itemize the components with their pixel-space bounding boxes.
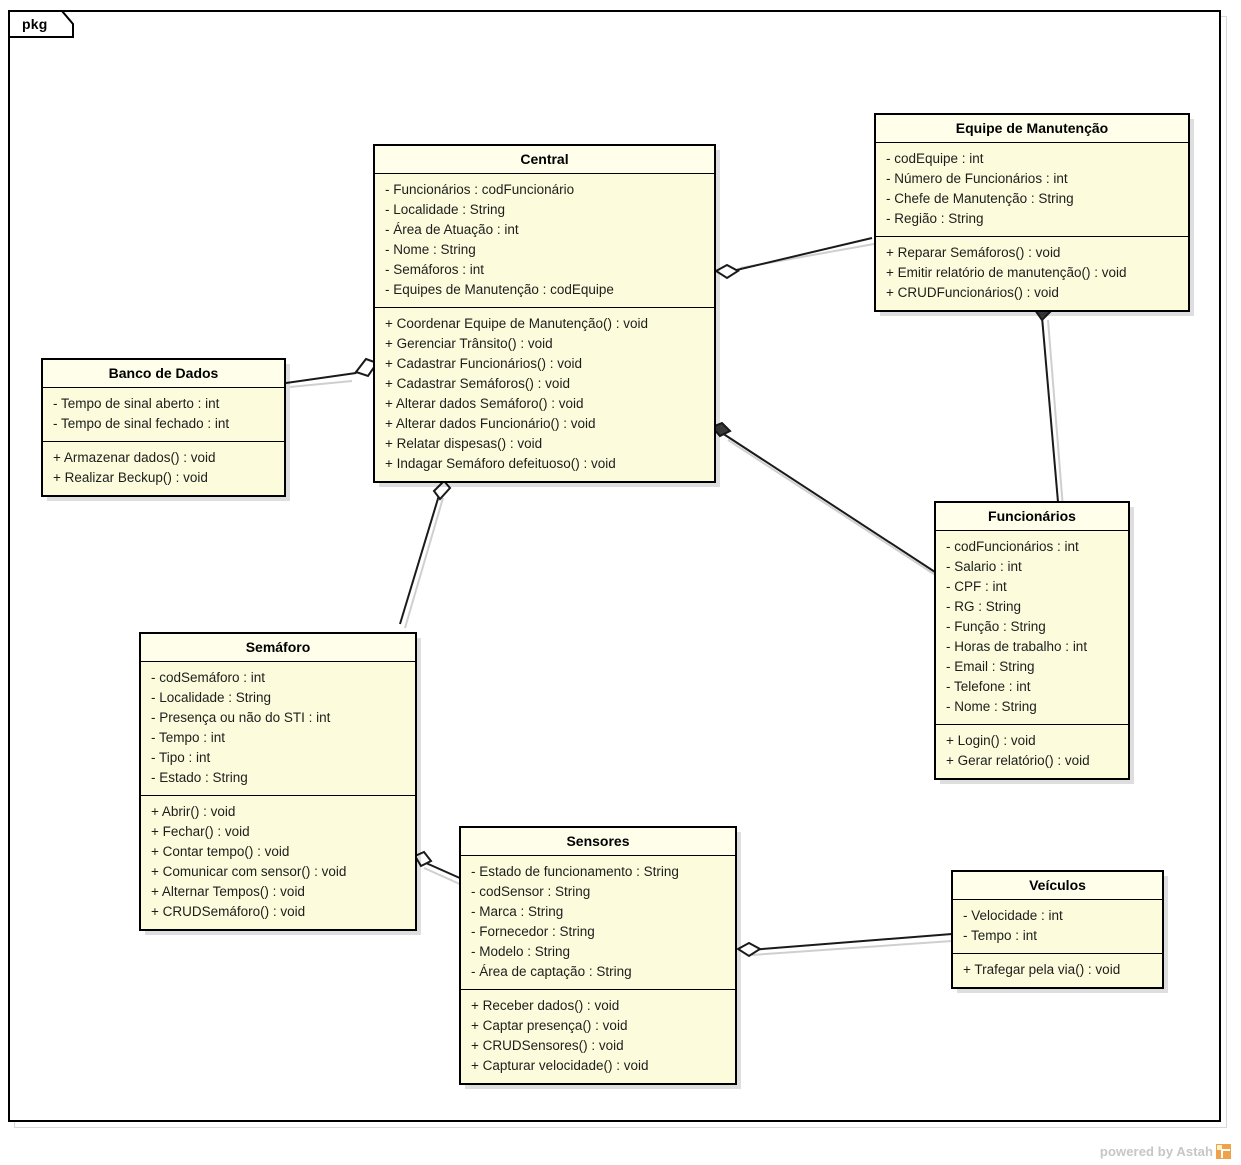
class-operations-central: + Coordenar Equipe de Manutenção() : voi… — [375, 307, 714, 481]
operation: + Fechar() : void — [151, 824, 250, 839]
class-attributes-central: - Funcionários : codFuncionário - Locali… — [375, 174, 714, 307]
attribute: - Telefone : int — [946, 679, 1031, 694]
astah-watermark: powered by Astah — [1100, 1144, 1231, 1159]
class-attributes-veiculos: - Velocidade : int - Tempo : int — [953, 900, 1162, 953]
operation: + Capturar velocidade() : void — [471, 1058, 649, 1073]
attribute: - Modelo : String — [471, 944, 571, 959]
attribute: - Estado de funcionamento : String — [471, 864, 679, 879]
attribute: - Nome : String — [946, 699, 1037, 714]
class-name-central: Central — [375, 146, 714, 174]
attribute: - Velocidade : int — [963, 908, 1063, 923]
operation: + Cadastrar Funcionários() : void — [385, 356, 582, 371]
class-box-sensores[interactable]: Sensores - Estado de funcionamento : Str… — [459, 826, 737, 1085]
attribute: - CPF : int — [946, 579, 1007, 594]
attribute: - codEquipe : int — [886, 151, 984, 166]
operation: + Cadastrar Semáforos() : void — [385, 376, 570, 391]
operation: + Emitir relatório de manutenção() : voi… — [886, 265, 1127, 280]
attribute: - Tempo de sinal fechado : int — [53, 416, 230, 431]
operation: + Alterar dados Funcionário() : void — [385, 416, 596, 431]
class-attributes-semaforo: - codSemáforo : int - Localidade : Strin… — [141, 662, 415, 795]
attribute: - Área de Atuação : int — [385, 222, 519, 237]
class-operations-funcionarios: + Login() : void + Gerar relatório() : v… — [936, 724, 1128, 778]
operation: + Contar tempo() : void — [151, 844, 290, 859]
operation: + Login() : void — [946, 733, 1036, 748]
attribute: - Semáforos : int — [385, 262, 485, 277]
attribute: - Equipes de Manutenção : codEquipe — [385, 282, 614, 297]
attribute: - Área de captação : String — [471, 964, 632, 979]
operation: + Gerenciar Trânsito() : void — [385, 336, 553, 351]
package-tab-label: pkg — [22, 16, 48, 32]
class-box-banco-de-dados[interactable]: Banco de Dados - Tempo de sinal aberto :… — [41, 358, 286, 497]
attribute: - Tempo de sinal aberto : int — [53, 396, 220, 411]
attribute: - Tempo : int — [151, 730, 226, 745]
attribute: - Estado : String — [151, 770, 248, 785]
class-box-equipe-de-manutencao[interactable]: Equipe de Manutenção - codEquipe : int -… — [874, 113, 1190, 312]
class-box-semaforo[interactable]: Semáforo - codSemáforo : int - Localidad… — [139, 632, 417, 931]
operation: + CRUDSensores() : void — [471, 1038, 624, 1053]
watermark-label: powered by Astah — [1099, 1144, 1213, 1159]
attribute: - Tempo : int — [963, 928, 1038, 943]
operation: + Abrir() : void — [151, 804, 236, 819]
attribute: - codSemáforo : int — [151, 670, 266, 685]
operation: + CRUDSemáforo() : void — [151, 904, 306, 919]
class-name-sensores: Sensores — [461, 828, 735, 856]
operation: + Realizar Beckup() : void — [53, 470, 208, 485]
package-tab-shape — [8, 10, 74, 38]
attribute: - Tipo : int — [151, 750, 211, 765]
attribute: - Email : String — [946, 659, 1035, 674]
attribute: - Nome : String — [385, 242, 476, 257]
operation: + Alternar Tempos() : void — [151, 884, 305, 899]
class-name-funcionarios: Funcionários — [936, 503, 1128, 531]
class-attributes-equipe-de-manutencao: - codEquipe : int - Número de Funcionári… — [876, 143, 1188, 236]
attribute: - Funcionários : codFuncionário — [385, 182, 575, 197]
attribute: - Localidade : String — [385, 202, 506, 217]
package-tab — [8, 10, 74, 38]
attribute: - Marca : String — [471, 904, 564, 919]
attribute: - Horas de trabalho : int — [946, 639, 1088, 654]
operation: + Receber dados() : void — [471, 998, 620, 1013]
attribute: - Função : String — [946, 619, 1046, 634]
operation: + Armazenar dados() : void — [53, 450, 216, 465]
attribute: - codSensor : String — [471, 884, 591, 899]
operation: + Coordenar Equipe de Manutenção() : voi… — [385, 316, 649, 331]
class-operations-veiculos: + Trafegar pela via() : void — [953, 953, 1162, 987]
class-attributes-funcionarios: - codFuncionários : int - Salario : int … — [936, 531, 1128, 724]
attribute: - Presença ou não do STI : int — [151, 710, 331, 725]
class-name-banco-de-dados: Banco de Dados — [43, 360, 284, 388]
class-operations-equipe-de-manutencao: + Reparar Semáforos() : void + Emitir re… — [876, 236, 1188, 310]
class-box-funcionarios[interactable]: Funcionários - codFuncionários : int - S… — [934, 501, 1130, 780]
class-attributes-sensores: - Estado de funcionamento : String - cod… — [461, 856, 735, 989]
class-box-central[interactable]: Central - Funcionários : codFuncionário … — [373, 144, 716, 483]
attribute: - Região : String — [886, 211, 984, 226]
operation: + Reparar Semáforos() : void — [886, 245, 1061, 260]
class-operations-banco-de-dados: + Armazenar dados() : void + Realizar Be… — [43, 441, 284, 495]
attribute: - Salario : int — [946, 559, 1022, 574]
class-operations-semaforo: + Abrir() : void + Fechar() : void + Con… — [141, 795, 415, 929]
attribute: - Chefe de Manutenção : String — [886, 191, 1074, 206]
class-attributes-banco-de-dados: - Tempo de sinal aberto : int - Tempo de… — [43, 388, 284, 441]
operation: + Captar presença() : void — [471, 1018, 628, 1033]
operation: + Relatar dispesas() : void — [385, 436, 543, 451]
class-operations-sensores: + Receber dados() : void + Captar presen… — [461, 989, 735, 1083]
attribute: - RG : String — [946, 599, 1022, 614]
attribute: - Fornecedor : String — [471, 924, 595, 939]
attribute: - codFuncionários : int — [946, 539, 1079, 554]
attribute: - Número de Funcionários : int — [886, 171, 1068, 186]
class-name-veiculos: Veículos — [953, 872, 1162, 900]
operation: + CRUDFuncionários() : void — [886, 285, 1059, 300]
operation: + Trafegar pela via() : void — [963, 962, 1121, 977]
class-name-semaforo: Semáforo — [141, 634, 415, 662]
operation: + Alterar dados Semáforo() : void — [385, 396, 584, 411]
astah-logo-icon — [1216, 1144, 1231, 1159]
operation: + Gerar relatório() : void — [946, 753, 1090, 768]
class-box-veiculos[interactable]: Veículos - Velocidade : int - Tempo : in… — [951, 870, 1164, 989]
operation: + Comunicar com sensor() : void — [151, 864, 347, 879]
operation: + Indagar Semáforo defeituoso() : void — [385, 456, 616, 471]
class-name-equipe-de-manutencao: Equipe de Manutenção — [876, 115, 1188, 143]
attribute: - Localidade : String — [151, 690, 272, 705]
